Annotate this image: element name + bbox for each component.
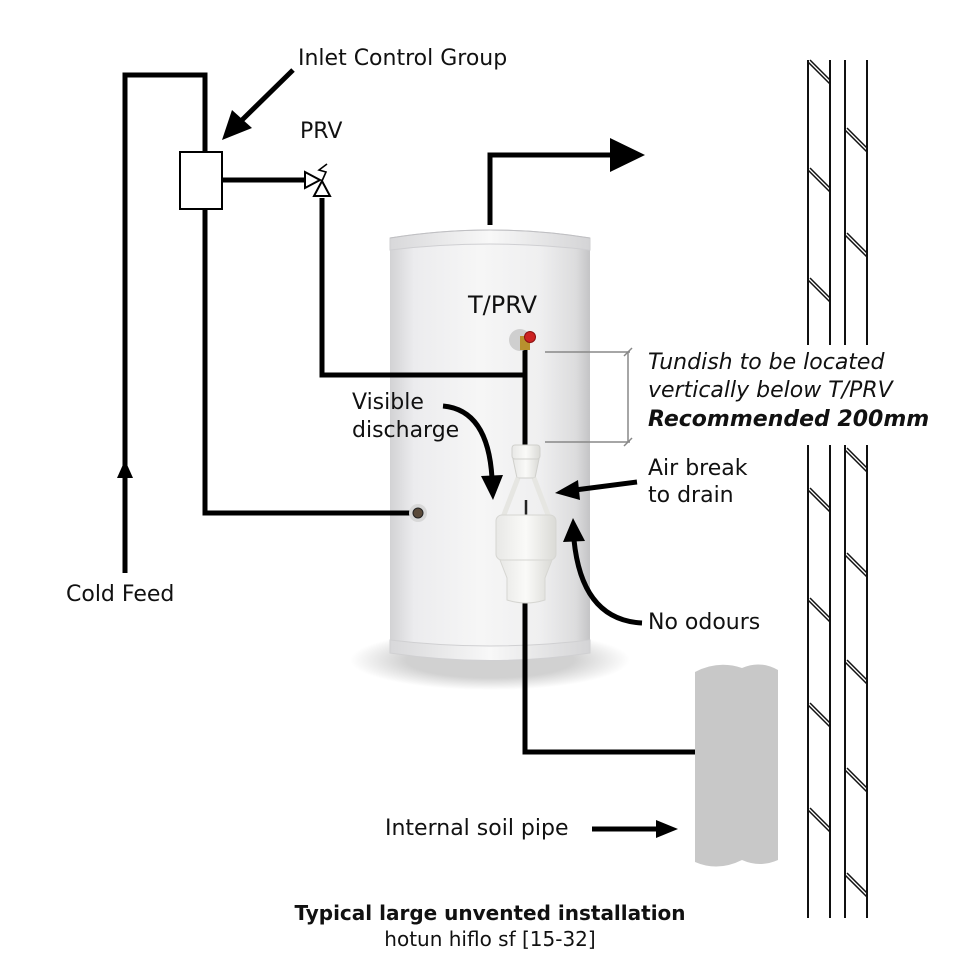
inlet-control-group-pointer-icon [222,68,295,140]
tundish-note-line2: vertically below T/PRV [648,378,893,403]
tprv-valve-icon [509,329,536,351]
tundish-note-recommended: Recommended 200mm [648,407,930,432]
hot-outlet-arrow-icon [610,138,645,172]
inlet-control-group-label: Inlet Control Group [298,46,508,71]
air-break-label-line1: Air break [648,456,748,481]
visible-discharge-label-line2: discharge [352,418,460,443]
diagram-title: Typical large unvented installation [294,901,686,925]
hot-outlet-pipe [487,152,610,225]
dimension-bracket [545,347,633,447]
diagram-subtitle: hotun hiflo sf [15-32] [384,927,596,951]
no-odours-label: No odours [648,610,761,635]
cold-feed-arrow-icon [117,460,133,478]
wall [807,59,868,918]
cylinder-inlet-connector [409,504,427,522]
tundish-note-line1: Tundish to be located [648,350,885,375]
soil-pipe [695,664,778,867]
inlet-control-group [179,151,223,210]
air-break-arrow-icon [555,479,638,500]
visible-discharge-arrow-icon [442,403,503,500]
no-odours-arrow-icon [563,518,643,626]
air-break-label-line2: to drain [648,483,734,508]
prv-discharge-pipe [319,198,525,378]
cold-feed-pipe [122,72,208,573]
hot-water-cylinder [389,229,591,661]
tundish-drain-pipe [522,598,695,755]
pipework [122,72,695,755]
cylinder-inlet-pipe [202,210,418,516]
wall-ties [807,59,868,898]
prv-valve-icon [304,163,332,197]
tundish [495,444,557,604]
soil-pipe-arrow-icon [592,820,678,838]
cold-feed-label: Cold Feed [66,582,175,607]
tprv-label: T/PRV [468,291,537,319]
visible-discharge-label-line1: Visible [352,390,424,415]
caption: Typical large unvented installation hotu… [0,900,980,952]
prv-label: PRV [300,119,343,144]
internal-soil-pipe-label: Internal soil pipe [385,816,569,841]
